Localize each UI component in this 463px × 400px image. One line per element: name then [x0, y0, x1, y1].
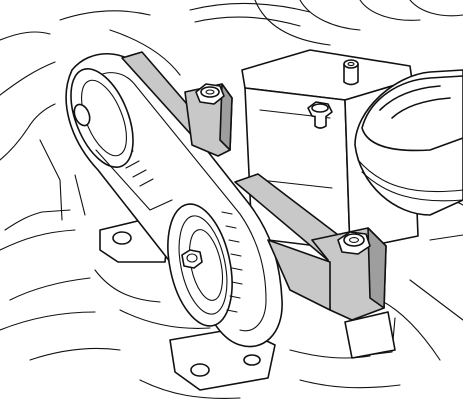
bolt-icon: [337, 231, 371, 255]
dowel-icon: [343, 59, 359, 86]
locking-tool-upper: [121, 51, 233, 157]
oil-filler-cap: [354, 69, 463, 216]
bolt-icon: [195, 83, 225, 105]
crankshaft-sprocket: [167, 203, 243, 327]
hub-nut-icon: [181, 249, 203, 269]
bolt-icon: [307, 101, 333, 129]
lower-bracket: [344, 311, 396, 359]
locking-tool-lower: [234, 173, 387, 321]
camshaft-sprocket: [70, 68, 173, 211]
